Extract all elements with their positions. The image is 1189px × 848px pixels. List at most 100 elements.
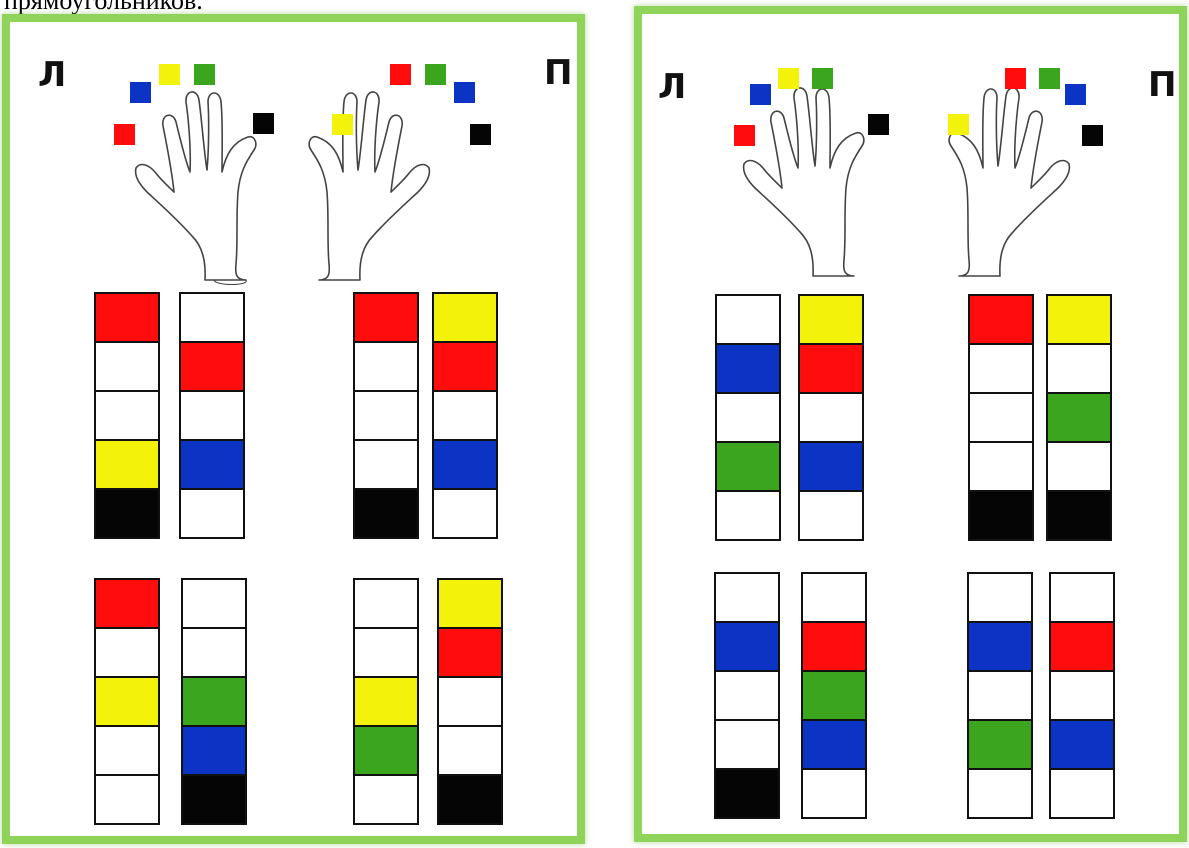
pattern-2-left-column [968, 294, 1034, 541]
pattern-1-right-column [179, 292, 245, 539]
pattern-cell [717, 443, 779, 492]
pattern-cell [1048, 443, 1110, 492]
pattern-cell [1051, 770, 1113, 819]
left-little-marker [253, 113, 274, 134]
right-middle-marker [425, 64, 446, 85]
pattern-cell [1051, 721, 1113, 770]
hands-illustration [134, 91, 431, 285]
pattern-cell [96, 727, 158, 776]
pattern-cell [355, 678, 417, 727]
pattern-cell [96, 629, 158, 678]
pattern-1-left-column [715, 294, 781, 541]
right-thumb-marker [948, 114, 969, 135]
pattern-cell [355, 776, 417, 825]
pattern-3-right-column [181, 578, 247, 825]
pattern-cell [970, 443, 1032, 492]
pattern-cell [800, 345, 862, 394]
pattern-cell [803, 721, 865, 770]
pattern-1-left-column [94, 292, 160, 539]
left-index-marker [750, 84, 771, 105]
pattern-cell [716, 721, 778, 770]
pattern-cell [970, 492, 1032, 541]
left-middle-marker [159, 64, 180, 85]
left-ring-marker [194, 64, 215, 85]
pattern-cell [439, 629, 501, 678]
pattern-cell [969, 770, 1031, 819]
left-hand-icon [742, 87, 865, 277]
pattern-cell [355, 727, 417, 776]
pattern-cell [717, 345, 779, 394]
pattern-cell [96, 490, 158, 539]
left-ring-marker [812, 68, 833, 89]
pattern-2-right-column [1046, 294, 1112, 541]
left-index-marker [130, 82, 151, 103]
pattern-cell [439, 776, 501, 825]
pattern-cell [183, 629, 245, 678]
pattern-cell [439, 678, 501, 727]
pattern-cell [439, 580, 501, 629]
pattern-cell [969, 574, 1031, 623]
pattern-cell [716, 770, 778, 819]
left-thumb-marker [114, 124, 135, 145]
left-middle-marker [778, 68, 799, 89]
pattern-cell [717, 296, 779, 345]
pattern-cell [716, 574, 778, 623]
hands-illustration [742, 87, 1071, 277]
pattern-2-right-column [432, 292, 498, 539]
pattern-4-left-column [967, 572, 1033, 819]
pattern-cell [803, 574, 865, 623]
right-ring-marker [1065, 84, 1086, 105]
pattern-cell [1051, 672, 1113, 721]
pattern-cell [434, 392, 496, 441]
pattern-4-left-column [353, 578, 419, 825]
pattern-cell [969, 672, 1031, 721]
right-little-marker [470, 124, 491, 145]
pattern-3-left-column [714, 572, 780, 819]
pattern-cell [355, 490, 417, 539]
pattern-cell [1048, 492, 1110, 541]
pattern-cell [439, 727, 501, 776]
pattern-cell [803, 770, 865, 819]
pattern-cell [355, 580, 417, 629]
pattern-cell [434, 490, 496, 539]
pattern-cell [803, 672, 865, 721]
pattern-cell [181, 343, 243, 392]
pattern-cell [969, 721, 1031, 770]
right-ring-marker [454, 82, 475, 103]
left-hand-label: Л [38, 55, 67, 95]
left-hand-label: Л [658, 67, 687, 107]
pattern-cell [970, 296, 1032, 345]
pattern-cell [716, 672, 778, 721]
pattern-cell [96, 678, 158, 727]
pattern-cell [716, 623, 778, 672]
left-thumb-marker [734, 125, 755, 146]
pattern-cell [181, 490, 243, 539]
caption-text: прямоугольников. [4, 0, 203, 15]
pattern-cell [970, 394, 1032, 443]
pattern-cell [970, 345, 1032, 394]
right-hand-label: П [1148, 65, 1177, 105]
right-index-marker [1005, 68, 1026, 89]
pattern-cell [96, 441, 158, 490]
pattern-cell [800, 394, 862, 443]
pattern-cell [800, 443, 862, 492]
pattern-4-right-column [1049, 572, 1115, 819]
pattern-3-right-column [801, 572, 867, 819]
pattern-cell [434, 294, 496, 343]
pattern-cell [355, 343, 417, 392]
exercise-card-1: Л П [2, 14, 585, 844]
pattern-cell [96, 343, 158, 392]
right-hand-label: П [544, 53, 573, 93]
right-middle-marker [1039, 68, 1060, 89]
pattern-cell [1051, 623, 1113, 672]
pattern-cell [96, 776, 158, 825]
pattern-cell [355, 629, 417, 678]
pattern-2-left-column [353, 292, 419, 539]
pattern-cell [183, 776, 245, 825]
right-hand-icon [308, 91, 431, 281]
pattern-cell [434, 441, 496, 490]
pattern-cell [800, 296, 862, 345]
pattern-cell [800, 492, 862, 541]
pattern-cell [181, 441, 243, 490]
pattern-cell [1048, 296, 1110, 345]
